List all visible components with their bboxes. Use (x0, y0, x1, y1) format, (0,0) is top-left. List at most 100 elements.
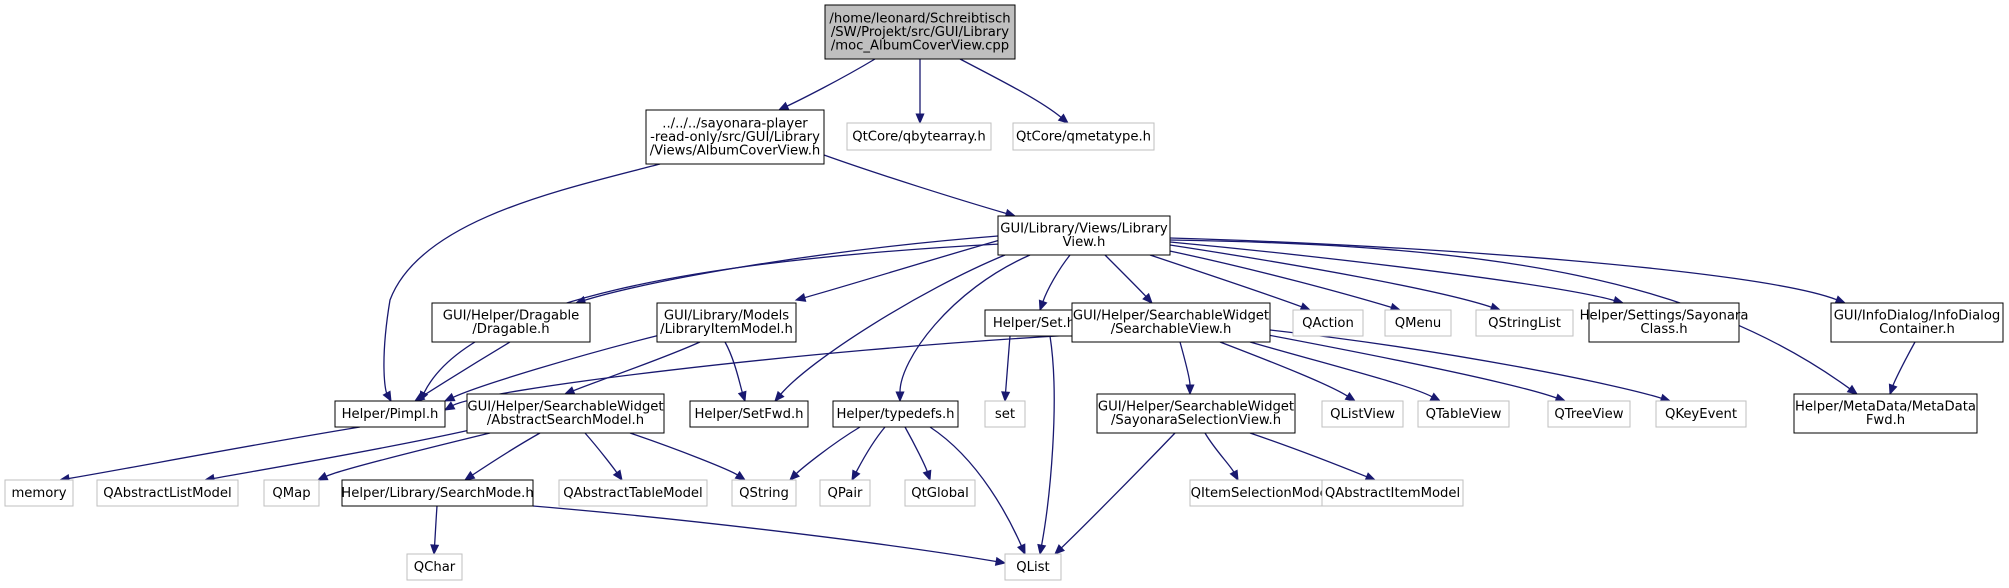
node-root[interactable]: /home/leonard/Schreibtisch/SW/Projekt/sr… (824, 4, 1016, 60)
node-label-line: GUI/Library/Views/Library (1000, 222, 1168, 237)
node-label-line: /AbstractSearchModel.h (487, 413, 644, 428)
node-sayonaraselectionview[interactable]: GUI/Helper/SearchableWidget/SayonaraSele… (1096, 393, 1296, 434)
node-label-line: QAction (1302, 316, 1354, 331)
edge-dragable-to-pimpl (413, 341, 511, 402)
node-label-line: Helper/typedefs.h (836, 407, 954, 422)
node-label-line: QListView (1330, 407, 1395, 422)
node-label-line: Helper/Set.h (993, 316, 1075, 331)
node-label-line: QItemSelectionModel (1191, 486, 1332, 501)
node-qabstractlistmodel: QAbstractListModel (96, 479, 239, 507)
edge-libraryview-to-set_h (1038, 254, 1071, 312)
node-label-line: /Views/AlbumCoverView.h (650, 143, 821, 158)
node-label-line: QtGlobal (911, 486, 969, 501)
node-qabstracttablemodel: QAbstractTableModel (558, 479, 708, 507)
edge-libraryview-to-sayonaraclass (1169, 241, 1625, 305)
node-abstractsearchmodel[interactable]: GUI/Helper/SearchableWidget/AbstractSear… (466, 393, 665, 434)
node-label-line: GUI/Helper/Dragable (443, 309, 580, 324)
edge-root-to-albumcoverview (777, 58, 876, 111)
node-label-line: QAbstractItemModel (1325, 486, 1460, 501)
node-searchmode[interactable]: Helper/Library/SearchMode.h (341, 479, 534, 507)
edge-abstractsearchmodel-to-qabstractlistmodel (203, 429, 471, 483)
edge-set_h-to-qlist (1037, 335, 1055, 556)
edge-abstractsearchmodel-to-searchmode (463, 432, 541, 481)
edge-searchableview-to-qtableview (1249, 341, 1442, 402)
edge-typedefs-to-qpair (851, 426, 886, 482)
node-label-line: ../../../sayonara-player (662, 116, 808, 131)
edge-typedefs-to-qstring (789, 426, 861, 481)
edge-typedefs-to-qtglobal (904, 426, 932, 482)
node-dragable[interactable]: GUI/Helper/Dragable/Dragable.h (431, 302, 591, 343)
node-qmap: QMap (263, 479, 320, 507)
edge-abstractsearchmodel-to-qstring (629, 432, 747, 481)
edge-sayonaraselectionview-to-qitemselectionmodel (1204, 432, 1239, 482)
edge-pimpl-to-memory (58, 426, 361, 483)
edge-albumcoverview-to-pimpl (382, 163, 661, 403)
node-label-line: GUI/Helper/SearchableWidget (467, 400, 663, 415)
node-libraryitemmodel[interactable]: GUI/Library/Models/LibraryItemModel.h (656, 302, 797, 343)
node-pimpl[interactable]: Helper/Pimpl.h (334, 400, 446, 428)
node-qstringlist: QStringList (1475, 309, 1574, 337)
node-label-line: /home/leonard/Schreibtisch (829, 11, 1010, 26)
node-set_h[interactable]: Helper/Set.h (984, 309, 1084, 337)
node-typedefs[interactable]: Helper/typedefs.h (832, 400, 959, 428)
edge-sayonaraselectionview-to-qlist (1054, 432, 1176, 555)
node-label-line: GUI/Library/Models (664, 309, 789, 324)
node-label-line: /SearchableView.h (1111, 322, 1232, 337)
node-label-line: /LibraryItemModel.h (660, 322, 793, 337)
edge-searchableview-to-qlistview (1219, 341, 1357, 402)
edge-libraryview-to-typedefs (895, 254, 1031, 403)
node-label-line: Helper/Settings/Sayonara (1580, 309, 1749, 324)
node-albumcoverview[interactable]: ../../../sayonara-player-read-only/src/G… (645, 109, 825, 165)
node-label-line: QtCore/qbytearray.h (852, 129, 986, 144)
edge-searchmode-to-qlist (532, 505, 1007, 566)
node-memory: memory (4, 479, 74, 507)
edge-libraryview-to-qmenu (1164, 249, 1402, 312)
node-searchableview[interactable]: GUI/Helper/SearchableWidget/SearchableVi… (1071, 302, 1271, 343)
edge-abstractsearchmodel-to-qabstracttablemodel (584, 432, 623, 482)
node-label-line: -read-only/src/GUI/Library (650, 130, 820, 145)
edge-libraryitemmodel-to-abstractsearchmodel (563, 341, 701, 395)
node-label-line: QString (739, 486, 789, 501)
node-qitemselectionmodel: QItemSelectionModel (1189, 479, 1333, 507)
node-qlistview: QListView (1321, 400, 1404, 428)
node-label-line: GUI/Helper/SearchableWidget (1098, 400, 1294, 415)
node-qtreeview: QTreeView (1547, 400, 1631, 428)
node-label-line: /SW/Projekt/src/GUI/Library (831, 25, 1009, 40)
node-qabstractitemmodel: QAbstractItemModel (1321, 479, 1464, 507)
node-label-line: /SayonaraSelectionView.h (1111, 413, 1281, 428)
edge-libraryview-to-searchableview (1104, 254, 1153, 304)
node-qbytearray: QtCore/qbytearray.h (846, 122, 992, 151)
node-label-line: Helper/MetaData/MetaData (1795, 400, 1976, 415)
edge-root-to-qbytearray (915, 58, 925, 125)
node-label-line: QtCore/qmetatype.h (1016, 129, 1151, 144)
edge-sayonaraselectionview-to-qabstractitemmodel (1249, 432, 1377, 481)
node-set: set (984, 400, 1026, 428)
node-label-line: QMap (272, 486, 310, 501)
node-qmenu: QMenu (1384, 309, 1452, 337)
node-qaction: QAction (1292, 309, 1364, 337)
node-qmetatype: QtCore/qmetatype.h (1012, 122, 1155, 151)
node-qkeyevent: QKeyEvent (1655, 400, 1747, 428)
node-label-line: QPair (828, 486, 863, 501)
node-label-line: Class.h (1640, 322, 1687, 337)
node-label-line: QList (1016, 560, 1049, 575)
node-label-line: QAbstractTableModel (563, 486, 702, 501)
node-label-line: set (995, 407, 1015, 422)
node-label-line: Fwd.h (1866, 413, 1905, 428)
node-qchar: QChar (406, 553, 463, 581)
node-setfwd[interactable]: Helper/SetFwd.h (689, 400, 809, 428)
node-qtglobal: QtGlobal (904, 479, 976, 507)
node-label-line: Helper/Library/SearchMode.h (341, 486, 533, 501)
node-label-line: memory (11, 486, 66, 501)
edge-libraryview-to-dragable (574, 235, 999, 305)
edge-libraryview-to-libraryitemmodel (794, 239, 1001, 302)
node-label-line: Helper/Pimpl.h (342, 407, 439, 422)
node-label-line: /Dragable.h (472, 322, 549, 337)
edge-infodialog-to-metadatafwd (1888, 341, 1916, 396)
node-label-line: QStringList (1488, 316, 1561, 331)
